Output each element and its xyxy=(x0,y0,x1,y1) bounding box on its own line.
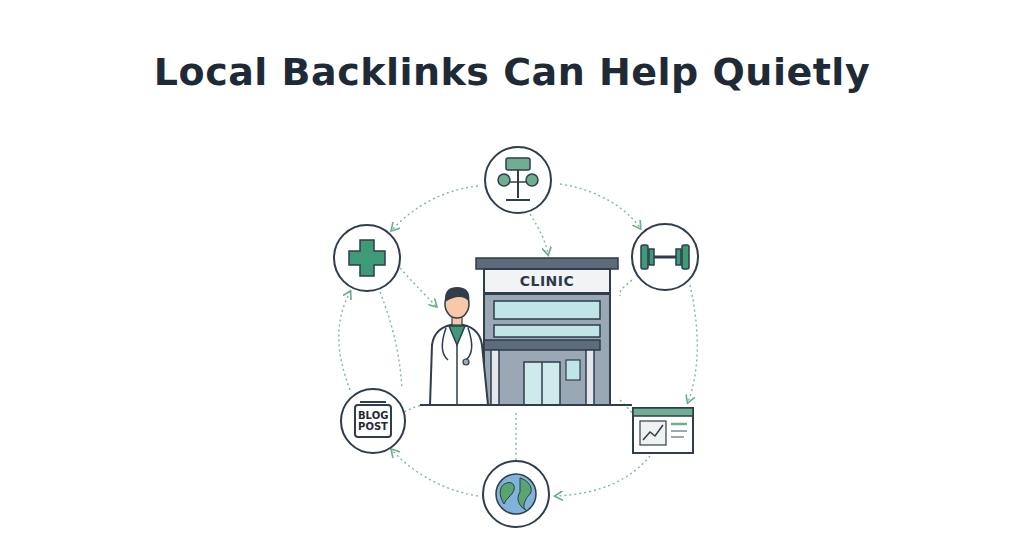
doctor-figure xyxy=(430,287,488,405)
cross-icon xyxy=(334,225,400,291)
notepad-text: BLOG POST xyxy=(358,410,388,432)
notepad-rings xyxy=(360,401,386,407)
equipment-icon xyxy=(485,147,551,213)
globe-icon xyxy=(483,461,549,527)
sign-text: CLINIC xyxy=(520,273,575,289)
diagram-title: Local Backlinks Can Help Quietly xyxy=(0,50,1024,94)
blog-post-circle: BLOG POST xyxy=(340,388,406,454)
browser-window-icon xyxy=(633,408,693,453)
ground-line xyxy=(420,404,632,406)
dotted-arrows xyxy=(339,184,698,496)
dumbbell-icon xyxy=(632,224,698,290)
clinic-building xyxy=(476,258,618,405)
clinic-sign: CLINIC xyxy=(483,268,611,294)
notepad-icon: BLOG POST xyxy=(354,404,392,438)
